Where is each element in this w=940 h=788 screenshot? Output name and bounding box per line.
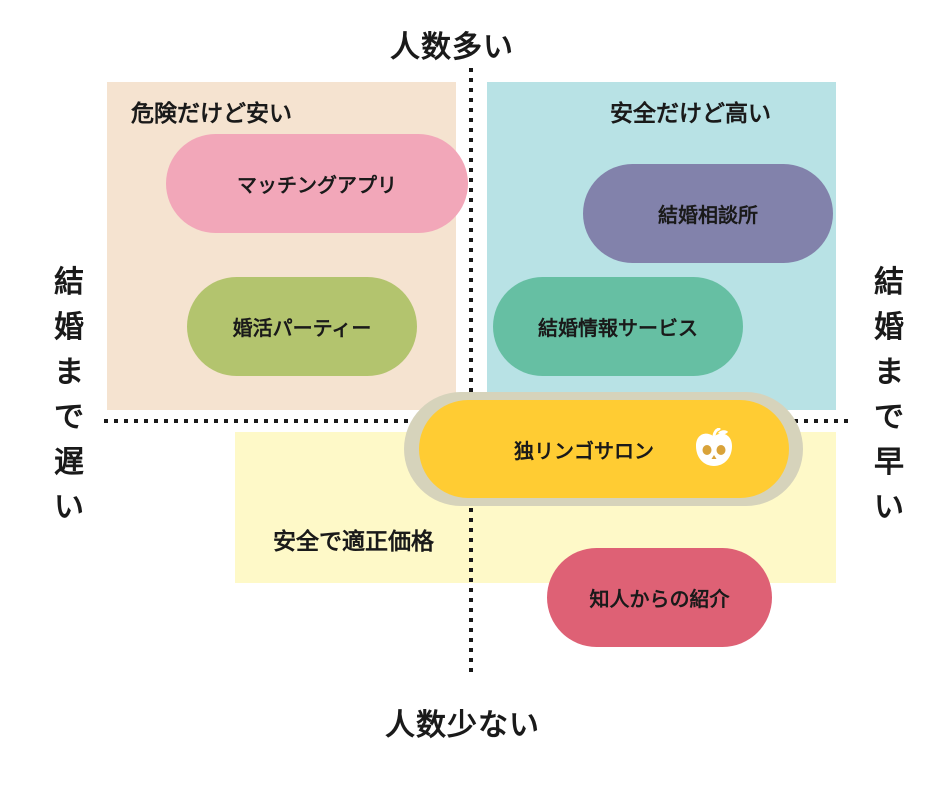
pill-konkatsu-party: 婚活パーティー [187,277,417,376]
skull-apple-icon [696,428,732,466]
pill-matching-app: マッチングアプリ [166,134,468,233]
pill-marriage-agency: 結婚相談所 [583,164,833,263]
quadrant-bottom-label: 安全で適正価格 [273,529,434,555]
axis-bottom-label: 人数少ない [385,708,540,743]
pill-marriage-info-service: 結婚情報サービス [493,277,743,376]
pill-introduction: 知人からの紹介 [547,548,772,647]
axis-left-label: 結婚まで遅い [54,265,84,525]
quadrant-top-left-label: 危険だけど安い [131,101,292,127]
axis-right-label: 結婚まで早い [874,265,904,525]
quadrant-top-right-label: 安全だけど高い [610,101,771,127]
axis-top-label: 人数多い [390,30,514,65]
